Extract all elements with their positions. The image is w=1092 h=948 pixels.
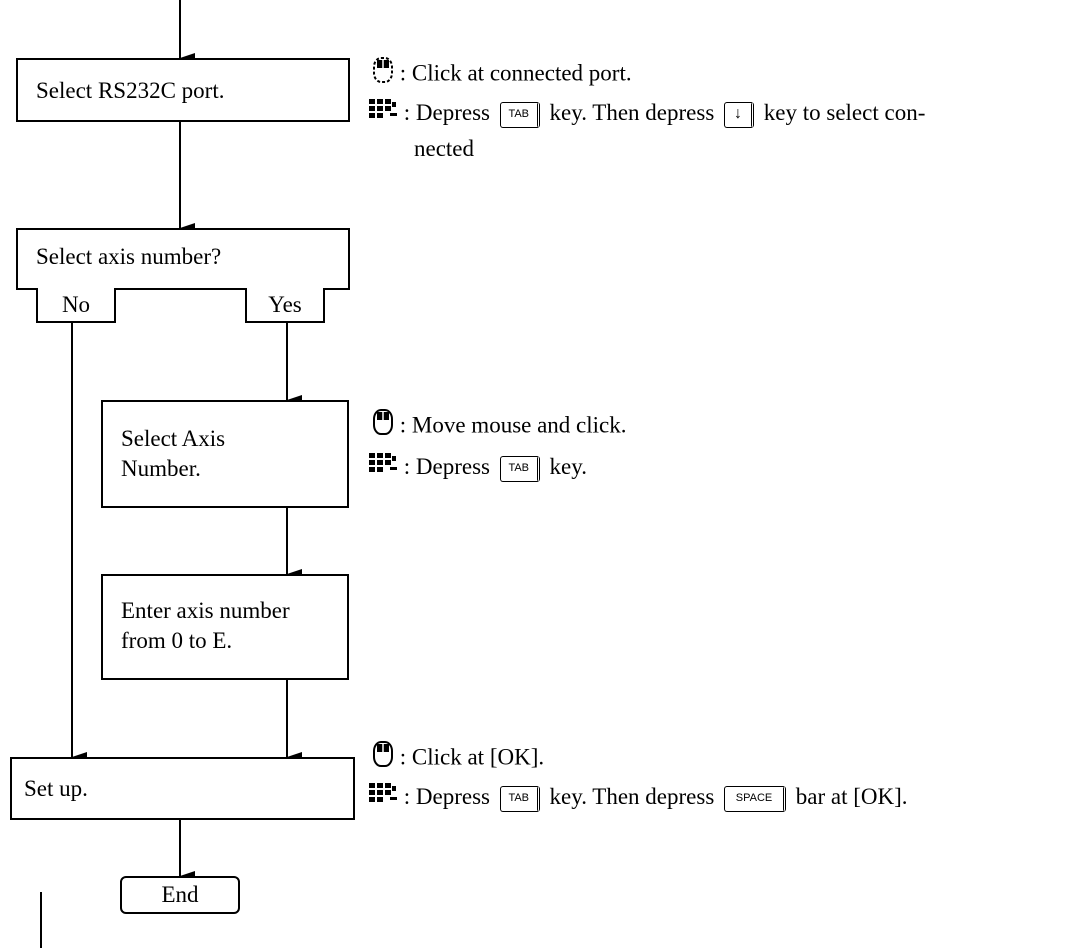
setup-kb-prefix: : Depress <box>403 784 490 809</box>
enter-axis-number-box: Enter axis number from 0 to E. <box>101 574 349 680</box>
select-port-text: Select RS232C port. <box>36 78 225 103</box>
keyboard-icon <box>368 452 398 486</box>
keyboard-icon <box>368 98 398 132</box>
axis-mouse-text: : Move mouse and click. <box>399 412 627 438</box>
axis-kb-suffix: key. <box>549 454 587 479</box>
yes-text: Yes <box>268 292 302 317</box>
setup-text: Set up. <box>24 776 88 801</box>
end-terminal: End <box>120 876 240 914</box>
no-text: No <box>61 292 91 317</box>
tab-key-icon: TAB <box>499 455 540 482</box>
port-keyboard-continuation: nected <box>414 132 474 166</box>
port-keyboard-instruction: : Depress TAB key. Then depress ↓ key to… <box>368 96 925 132</box>
setup-keyboard-instruction: : Depress TAB key. Then depress SPACE ba… <box>368 780 908 816</box>
decision-text: Select axis number? <box>36 244 222 269</box>
setup-kb-mid: key. Then depress <box>549 784 715 809</box>
mouse-icon <box>372 408 394 446</box>
setup-box: Set up. <box>10 757 355 820</box>
setup-kb-suffix: bar at [OK]. <box>795 784 908 809</box>
select-axis-number-box: Select Axis Number. <box>101 400 349 508</box>
port-kb-prefix: : Depress <box>403 100 490 125</box>
select-axis-line1: Select Axis <box>121 426 226 451</box>
keyboard-icon <box>368 782 398 816</box>
axis-mouse-instruction: : Move mouse and click. <box>372 408 627 446</box>
mouse-icon <box>372 740 394 778</box>
space-key-icon: SPACE <box>724 785 787 812</box>
enter-axis-line1: Enter axis number <box>121 598 290 623</box>
tab-key-icon: TAB <box>499 101 540 128</box>
select-port-box: Select RS232C port. <box>16 58 350 122</box>
port-kb-mid: key. Then depress <box>549 100 715 125</box>
tab-key-icon: TAB <box>499 785 540 812</box>
port-kb-cont: nected <box>414 136 475 161</box>
end-text: End <box>161 882 199 907</box>
yes-branch-label: Yes <box>245 288 325 323</box>
enter-axis-line2: from 0 to E. <box>121 628 233 653</box>
axis-kb-prefix: : Depress <box>403 454 490 479</box>
setup-mouse-text: : Click at [OK]. <box>399 744 545 770</box>
port-mouse-instruction: : Click at connected port. <box>372 56 632 94</box>
axis-keyboard-instruction: : Depress TAB key. <box>368 450 587 486</box>
setup-mouse-instruction: : Click at [OK]. <box>372 740 544 778</box>
select-axis-line2: Number. <box>121 456 201 481</box>
port-kb-suffix: key to select con- <box>763 100 926 125</box>
down-arrow-key-icon: ↓ <box>724 101 755 128</box>
select-axis-decision-box: Select axis number? <box>16 228 350 290</box>
no-branch-label: No <box>36 288 116 323</box>
port-mouse-text: : Click at connected port. <box>399 60 632 86</box>
mouse-icon <box>372 56 394 94</box>
